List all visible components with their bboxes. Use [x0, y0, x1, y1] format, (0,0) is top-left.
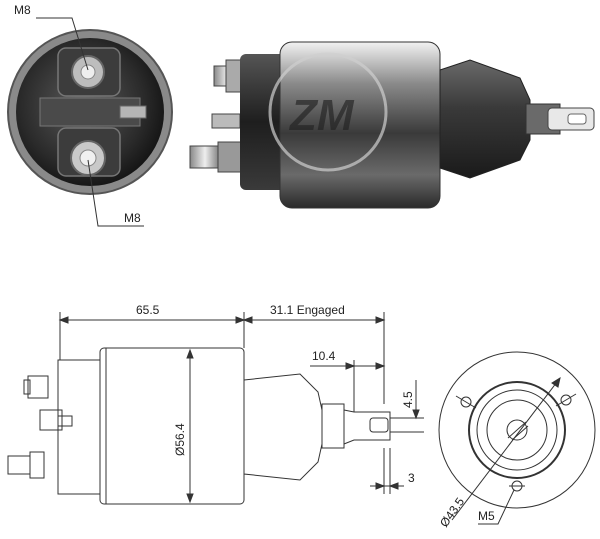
draw-body: [99, 347, 245, 505]
top-m8-leader: [36, 17, 89, 71]
top-m8-label: M8: [14, 3, 31, 17]
bottom-m8-leader: [87, 159, 144, 227]
dim-length-label: 65.5: [136, 303, 160, 317]
draw-upper-nut: [27, 375, 49, 399]
top-stud-center: [80, 64, 96, 80]
draw-plunger-eye: [369, 417, 389, 433]
dim-564-arrows: [186, 348, 194, 504]
spade-terminal: [211, 113, 241, 129]
watermark-ring: [268, 52, 388, 172]
end-plunger-circle: [506, 419, 528, 441]
draw-spade: [39, 409, 63, 431]
draw-plunger: [321, 403, 345, 449]
dim-eye-height-label: 4.5: [401, 391, 415, 408]
dim-tab-thickness-label: 3: [408, 471, 415, 485]
dim-body-diameter-label: Ø56.4: [173, 423, 187, 456]
dim-engaged-label: 31.1 Engaged: [270, 303, 345, 317]
draw-upper-nut-face: [23, 379, 31, 395]
end-core-circle: [486, 399, 548, 461]
draw-plunger-tab: [343, 409, 391, 445]
draw-cap: [57, 359, 101, 495]
end-view-drawing: [438, 351, 596, 525]
dim-104-arrows: [345, 362, 386, 370]
lower-nut: [189, 145, 221, 169]
bottom-stud-center: [79, 149, 97, 167]
side-elevation-drawing: [7, 312, 424, 505]
rubber-boot: [439, 59, 531, 179]
end-boot-circle: [468, 381, 566, 479]
draw-boot: [243, 373, 323, 481]
bottom-m8-label: M8: [124, 211, 141, 225]
center-mark-right: [555, 393, 577, 407]
dim-311-arrows: [242, 316, 386, 324]
dim-plunger-width-label: 10.4: [312, 349, 336, 363]
end-plunger-slot-1: [507, 421, 527, 439]
center-mark-left: [455, 395, 477, 409]
dim-bolt-circle-leader: [451, 377, 561, 521]
side-view-photo: ZM: [189, 41, 595, 209]
dim-45-arrow: [412, 409, 420, 420]
dim-bolt-circle-arrow: [551, 376, 561, 388]
end-outer-circle: [438, 351, 596, 509]
front-view-photo: M8 M8: [7, 3, 173, 227]
terminal-cap: [240, 54, 290, 190]
draw-lower-stud: [29, 451, 45, 479]
mount-hole-left: [460, 396, 472, 408]
draw-spade-tab: [57, 415, 73, 427]
dim-m5-leader: [478, 489, 515, 525]
draw-lower-nut: [7, 455, 31, 475]
mount-hole-right: [560, 394, 572, 406]
watermark-logo: ZM: [288, 91, 355, 140]
spade-terminal-end: [119, 105, 147, 119]
dim-mount-thread-label: M5: [478, 509, 495, 523]
end-inner-circle: [476, 389, 558, 471]
dim-655-arrows: [58, 316, 246, 324]
dim-bolt-circle-label: Ø43.5: [437, 495, 467, 530]
plunger-eye: [567, 113, 587, 125]
dim-3-arrows: [375, 482, 399, 490]
